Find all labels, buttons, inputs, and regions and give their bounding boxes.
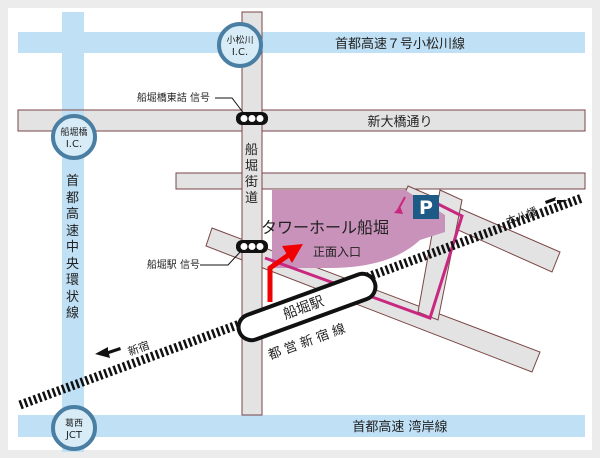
road-shin-ohashi-label: 新大橋通り bbox=[367, 114, 432, 130]
ic-komatsugawa bbox=[217, 22, 263, 68]
road-funabori-kaido-label: 船堀街道 bbox=[245, 143, 259, 206]
ic-funaborihashi-label: 船堀橋 bbox=[60, 126, 87, 138]
arrow-motoyawata-icon bbox=[545, 197, 568, 204]
ic-funaborihashi bbox=[51, 114, 97, 160]
road-shin-ohashi bbox=[17, 109, 586, 132]
highway-top-label: 首都高速７号小松川線 bbox=[335, 36, 465, 52]
parking-label: P bbox=[419, 197, 433, 219]
station-badge bbox=[236, 271, 378, 343]
jct-label: JCT bbox=[65, 430, 83, 441]
ic-label: I.C. bbox=[232, 47, 248, 58]
entrance-arrow-icon bbox=[267, 251, 292, 302]
parking-icon bbox=[413, 195, 439, 219]
signal-east-label: 船堀橋東詰 信号 bbox=[137, 91, 210, 104]
highway-bottom bbox=[18, 415, 585, 437]
building-name: タワーホール船堀 bbox=[261, 218, 389, 237]
ic-label: I.C. bbox=[66, 139, 82, 150]
road-secondary bbox=[175, 172, 586, 190]
road-funabori-kaido bbox=[241, 11, 263, 416]
highway-left-label: 首都高速 中央環状線 bbox=[66, 174, 80, 321]
signal-station-label: 船堀駅 信号 bbox=[147, 258, 200, 271]
jct-kasai bbox=[51, 405, 97, 451]
building-tower-hall bbox=[272, 190, 445, 268]
entrance-label: 正面入口 bbox=[313, 245, 361, 259]
highway-bottom-label: 首都高速 湾岸線 bbox=[352, 419, 447, 435]
highway-top bbox=[18, 32, 585, 53]
ic-komatsugawa-label: 小松川 bbox=[226, 34, 253, 46]
jct-kasai-label: 葛西 bbox=[65, 417, 83, 429]
arrow-shinjuku-icon bbox=[95, 347, 121, 358]
